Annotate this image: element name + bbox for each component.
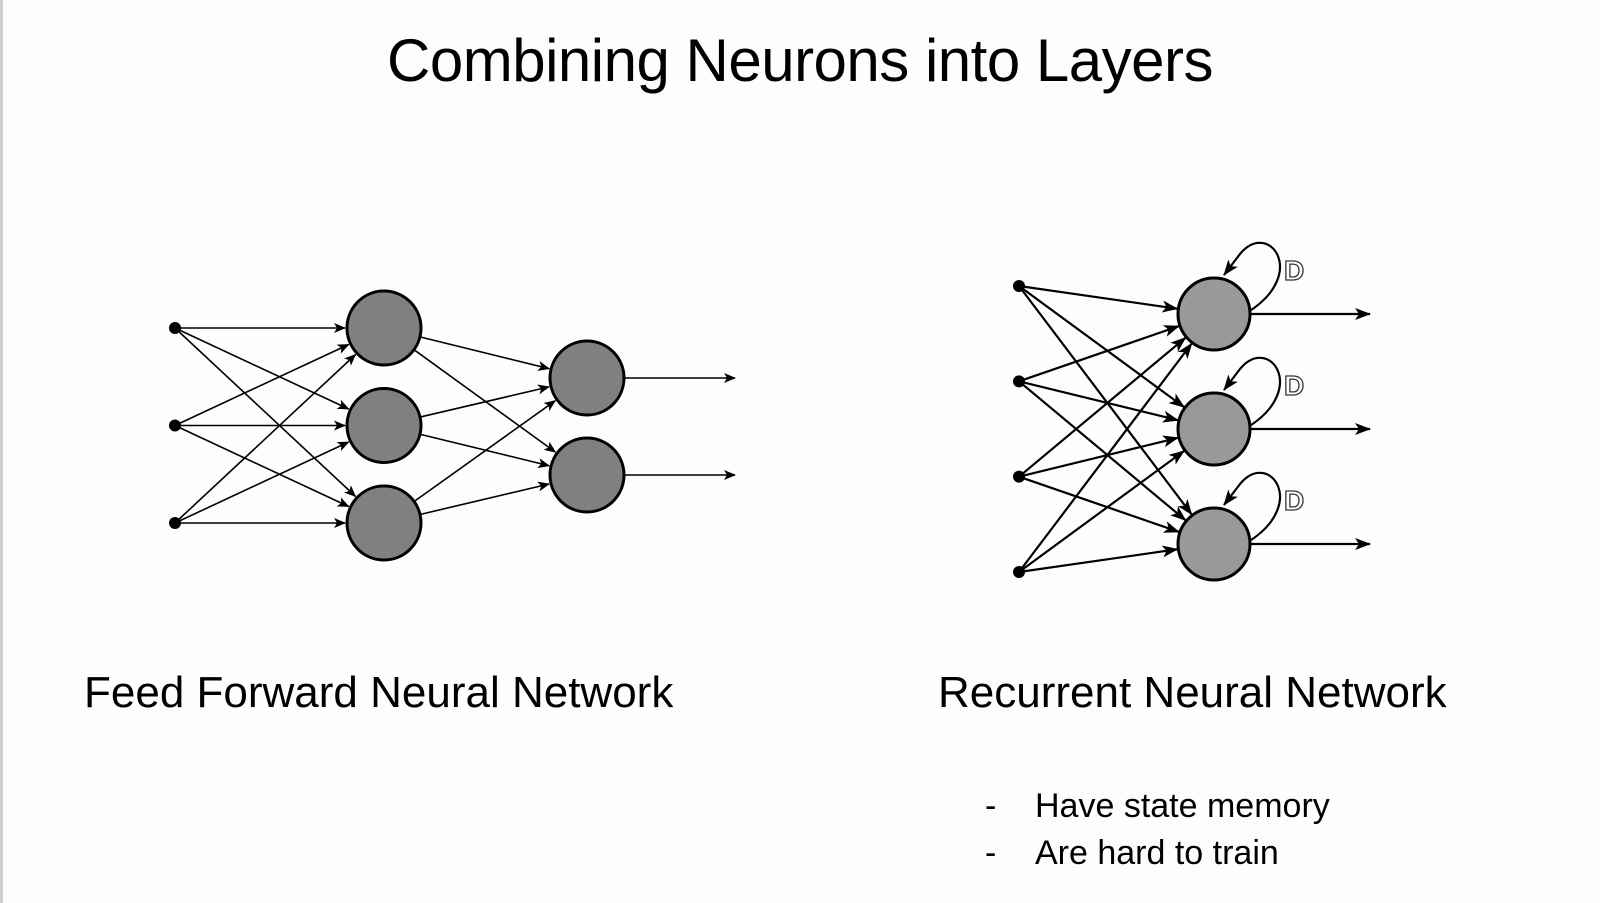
recurrent-neuron [1176, 276, 1252, 352]
connection-edge [174, 424, 350, 508]
rnn-bullet-list: - Have state memory - Are hard to train [985, 783, 1330, 877]
input-node [1013, 566, 1025, 578]
input-node [1013, 470, 1025, 483]
bullet-marker: - [985, 787, 997, 825]
connection-edge [174, 441, 350, 524]
recurrent-neuron [1176, 506, 1252, 582]
connection-edge [1018, 435, 1180, 478]
feed-forward-diagram [169, 289, 736, 562]
recurrent-neuron [1176, 391, 1252, 467]
connection-edge [419, 384, 550, 418]
connection-edge [1018, 380, 1187, 522]
connection-edge [1018, 475, 1180, 533]
connection-edge [1018, 342, 1193, 573]
feed-forward-caption: Feed Forward Neural Network [84, 668, 674, 717]
input-node [169, 517, 181, 529]
connection-edge [413, 400, 557, 503]
input-node [1013, 375, 1025, 388]
connection-edge [1018, 285, 1193, 516]
connection-edge [174, 343, 350, 427]
connection-edge [174, 327, 350, 410]
hidden-neuron [345, 484, 423, 562]
bullet-item: - Are hard to train [985, 830, 1330, 877]
connection-edge [1018, 545, 1179, 574]
connection-edge [1018, 380, 1180, 423]
output-neuron [548, 339, 626, 417]
delay-label: D [1284, 370, 1304, 401]
connection-edge [1018, 336, 1187, 478]
connection-edge [413, 349, 557, 453]
recurrent-caption: Recurrent Neural Network [938, 668, 1447, 717]
connection-edge [174, 353, 357, 524]
input-node [1013, 280, 1025, 292]
bullet-marker: - [985, 834, 997, 872]
delay-label: D [1284, 485, 1304, 516]
input-node [169, 322, 181, 334]
connection-edge [419, 336, 551, 371]
recurrent-diagram: D D D [1013, 241, 1371, 582]
input-node [169, 419, 181, 432]
delay-label: D [1284, 255, 1304, 286]
slide-left-border [0, 0, 3, 903]
connection-edge [1018, 285, 1185, 409]
connection-edge [174, 327, 357, 498]
bullet-text: Have state memory [1035, 787, 1330, 825]
hidden-neuron [345, 289, 423, 367]
recurrent-loop-arrow [1223, 241, 1281, 313]
connection-edge [1018, 325, 1180, 383]
bullet-text: Are hard to train [1035, 834, 1279, 872]
hidden-neuron [345, 387, 423, 464]
output-neuron [548, 436, 626, 514]
recurrent-loop-arrow [1223, 471, 1281, 543]
connection-edge [419, 433, 551, 469]
connection-edge [1018, 284, 1179, 313]
slide-title: Combining Neurons into Layers [387, 27, 1213, 94]
connection-edge [1018, 449, 1185, 573]
connection-edge [419, 481, 551, 516]
recurrent-loop-arrow [1223, 356, 1281, 428]
bullet-item: - Have state memory [985, 783, 1330, 830]
